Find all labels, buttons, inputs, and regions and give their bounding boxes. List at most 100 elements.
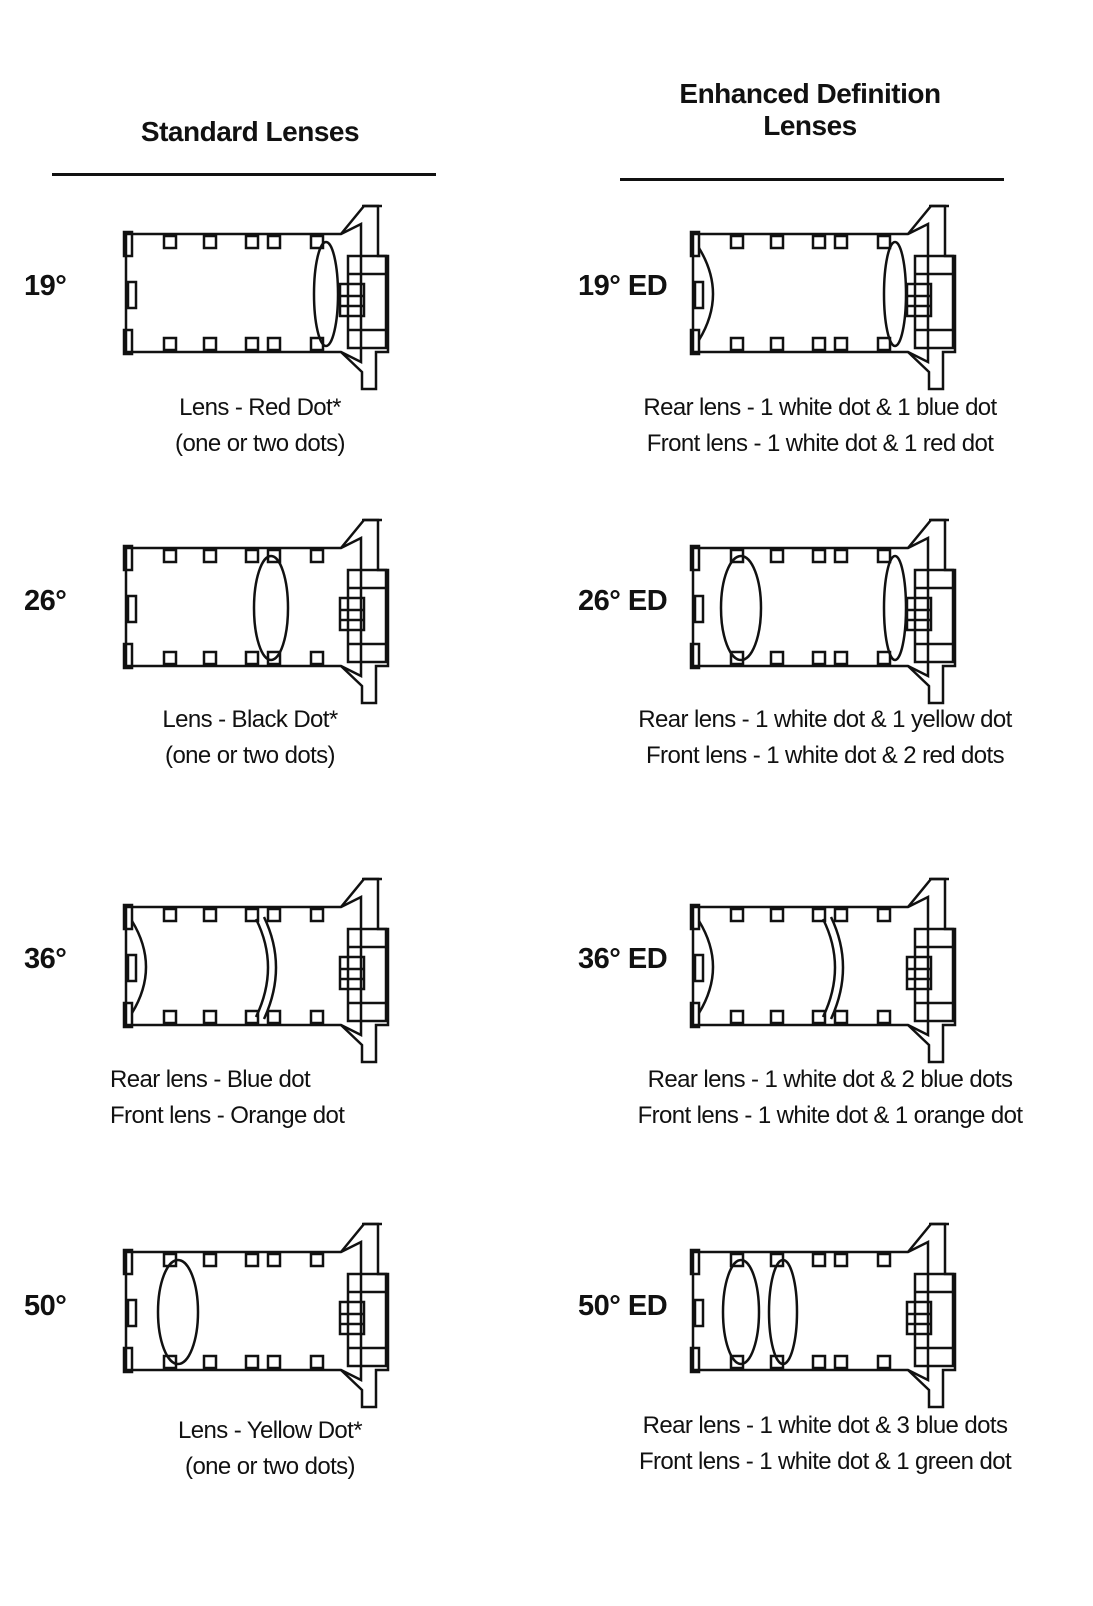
lens-s26-top-notch-0 bbox=[162, 548, 178, 564]
lens-s36-bottom-notch-3 bbox=[266, 1009, 282, 1025]
lens-s36-bottom-notch-0 bbox=[162, 1009, 178, 1025]
ed-title-rule bbox=[620, 178, 1004, 181]
lens-s36-bottom-notch-1 bbox=[202, 1009, 218, 1025]
lens-e36-focus-ring bbox=[913, 927, 955, 1023]
lens-s19-rear-top-tab bbox=[122, 230, 134, 258]
standard-angle-26: 26° bbox=[24, 585, 67, 617]
standard-19-caption: Lens - Red Dot* (one or two dots) bbox=[120, 390, 400, 462]
standard-36-caption: Rear lens - Blue dot Front lens - Orange… bbox=[110, 1062, 410, 1134]
ed-angle-50: 50° ED bbox=[578, 1290, 668, 1322]
standard-lenses-title: Standard Lenses bbox=[90, 116, 410, 148]
lens-s19-element-0 bbox=[312, 240, 340, 348]
lens-e19-top-notch-0 bbox=[729, 234, 745, 250]
lens-s36-rear-top-tab bbox=[122, 903, 134, 931]
lens-s50-bottom-notch-3 bbox=[266, 1354, 282, 1370]
lens-e50-element-0 bbox=[721, 1258, 761, 1366]
lens-s26-bottom-notch-2 bbox=[244, 650, 260, 666]
lens-s19-bottom-notch-2 bbox=[244, 336, 260, 352]
lens-s50-top-notch-1 bbox=[202, 1252, 218, 1268]
standard-36-caption-line-2: Front lens - Orange dot bbox=[110, 1102, 345, 1129]
standard-26-caption: Lens - Black Dot* (one or two dots) bbox=[110, 702, 390, 774]
lens-s50-rear-slot bbox=[126, 1298, 138, 1328]
lens-s36-top-notch-3 bbox=[266, 907, 282, 923]
lens-e36-top-notch-3 bbox=[833, 907, 849, 923]
lens-s36-element-1b bbox=[254, 918, 270, 1018]
ed-36-caption-line-1: Rear lens - 1 white dot & 2 blue dots bbox=[647, 1066, 1013, 1093]
lens-e26-top-notch-3 bbox=[833, 548, 849, 564]
lens-e36-top-notch-4 bbox=[876, 907, 892, 923]
standard-26-caption-line-1: Lens - Black Dot* bbox=[162, 706, 338, 733]
lens-e26-top-notch-2 bbox=[811, 548, 827, 564]
ed-26-caption-line-2: Front lens - 1 white dot & 2 red dots bbox=[646, 742, 1005, 769]
lens-s50-bottom-notch-1 bbox=[202, 1354, 218, 1370]
standard-angle-50: 50° bbox=[24, 1290, 67, 1322]
ed-50-caption: Rear lens - 1 white dot & 3 blue dots Fr… bbox=[600, 1408, 1050, 1480]
lens-s36-top-notch-2 bbox=[244, 907, 260, 923]
lens-s26-bottom-notch-1 bbox=[202, 650, 218, 666]
lens-e36-shutter-block bbox=[905, 955, 933, 991]
lens-e19-rear-top-tab bbox=[689, 230, 701, 258]
lens-e50-top-notch-4 bbox=[876, 1252, 892, 1268]
ed-angle-26: 26° ED bbox=[578, 585, 668, 617]
ed-36-caption-line-2: Front lens - 1 white dot & 1 orange dot bbox=[637, 1102, 1023, 1129]
lens-s19-shutter-block bbox=[338, 282, 366, 318]
ed-title-line-2: Lenses bbox=[763, 110, 857, 141]
lens-s19-bottom-notch-3 bbox=[266, 336, 282, 352]
ed-50-caption-line-1: Rear lens - 1 white dot & 3 blue dots bbox=[642, 1412, 1008, 1439]
lens-e19-rear-slot bbox=[693, 280, 705, 310]
lens-e26-rear-top-tab bbox=[689, 544, 701, 572]
standard-title-rule bbox=[52, 173, 436, 176]
lens-s50-focus-ring bbox=[346, 1272, 388, 1368]
lens-e36-bottom-notch-3 bbox=[833, 1009, 849, 1025]
ed-title-line-1: Enhanced Definition bbox=[679, 78, 941, 109]
lens-e50-body bbox=[691, 1239, 930, 1383]
lens-s36-element-1a bbox=[262, 916, 278, 1020]
lens-e36-body bbox=[691, 894, 930, 1038]
lens-s50-top-notch-3 bbox=[266, 1252, 282, 1268]
lens-e36-element-0 bbox=[697, 920, 715, 1014]
lens-e50-bottom-notch-4 bbox=[876, 1354, 892, 1370]
lens-s50-shutter-block bbox=[338, 1300, 366, 1336]
lens-s19-body bbox=[124, 221, 363, 365]
lens-e26-bottom-notch-1 bbox=[769, 650, 785, 666]
standard-36-caption-line-1: Rear lens - Blue dot bbox=[110, 1066, 311, 1093]
lens-e26-rear-bottom-tab bbox=[689, 642, 701, 670]
lens-e19-bottom-notch-3 bbox=[833, 336, 849, 352]
lens-s36-rear-bottom-tab bbox=[122, 1001, 134, 1029]
ed-50-caption-line-2: Front lens - 1 white dot & 1 green dot bbox=[638, 1448, 1012, 1475]
lens-e19-bottom-notch-1 bbox=[769, 336, 785, 352]
lens-e19-element-1 bbox=[882, 240, 908, 348]
lens-e36-rear-slot bbox=[693, 953, 705, 983]
lens-e19-top-notch-3 bbox=[833, 234, 849, 250]
lens-s26-rear-slot bbox=[126, 594, 138, 624]
lens-e26-rear-slot bbox=[693, 594, 705, 624]
standard-19-caption-line-2: (one or two dots) bbox=[175, 430, 345, 457]
lens-s26-bottom-notch-0 bbox=[162, 650, 178, 666]
lens-e26-top-notch-4 bbox=[876, 548, 892, 564]
lens-s36-bottom-notch-2 bbox=[244, 1009, 260, 1025]
lens-s19-rear-slot bbox=[126, 280, 138, 310]
lens-e36-top-notch-2 bbox=[811, 907, 827, 923]
lens-s19-top-notch-1 bbox=[202, 234, 218, 250]
lens-e50-bottom-notch-1 bbox=[769, 1354, 785, 1370]
standard-title-text: Standard Lenses bbox=[140, 116, 360, 147]
lens-e26-bottom-notch-4 bbox=[876, 650, 892, 666]
lens-e50-shutter-block bbox=[905, 1300, 933, 1336]
lens-s26-body bbox=[124, 535, 363, 679]
lens-s50-top-notch-2 bbox=[244, 1252, 260, 1268]
lens-s36-focus-ring bbox=[346, 927, 388, 1023]
lens-s36-top-notch-1 bbox=[202, 907, 218, 923]
lens-s19-rear-bottom-tab bbox=[122, 328, 134, 356]
ed-angle-36: 36° ED bbox=[578, 943, 668, 975]
lens-e26-top-notch-1 bbox=[769, 548, 785, 564]
lens-e36-bottom-notch-4 bbox=[876, 1009, 892, 1025]
lens-e50-bottom-notch-3 bbox=[833, 1354, 849, 1370]
lens-s36-rear-slot bbox=[126, 953, 138, 983]
lens-s26-top-notch-1 bbox=[202, 548, 218, 564]
lens-e50-bottom-notch-2 bbox=[811, 1354, 827, 1370]
lens-s19-bottom-notch-1 bbox=[202, 336, 218, 352]
lens-s19-top-notch-0 bbox=[162, 234, 178, 250]
lens-e36-top-notch-0 bbox=[729, 907, 745, 923]
lens-s19-focus-ring bbox=[346, 254, 388, 350]
